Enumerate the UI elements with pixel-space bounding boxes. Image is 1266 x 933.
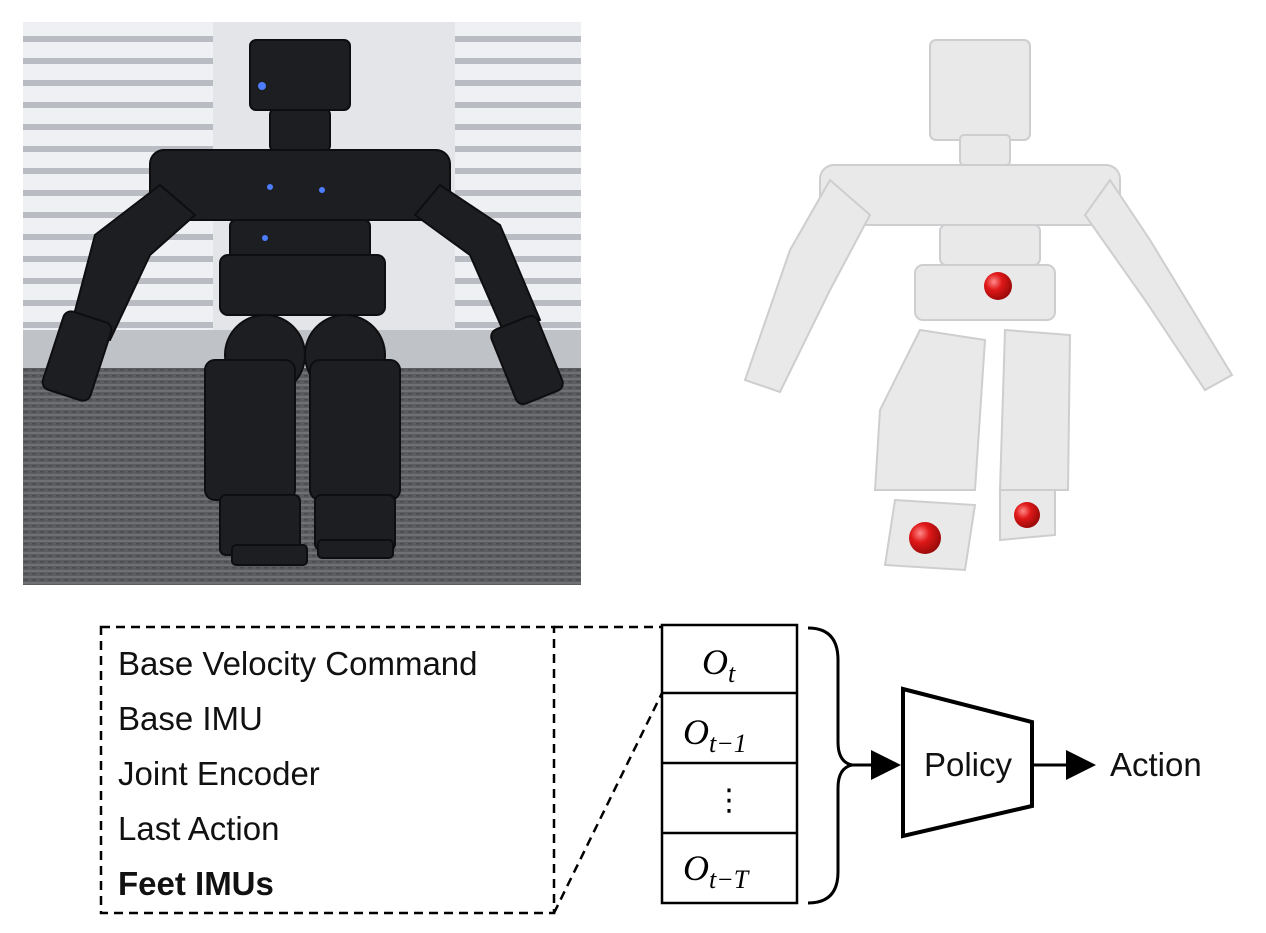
obs-item-base-velocity-command: Base Velocity Command xyxy=(118,645,478,682)
history-brace xyxy=(807,626,853,905)
policy-block xyxy=(901,686,1034,839)
history-row-ellipsis: ⋮ xyxy=(714,783,744,818)
action-label: Action xyxy=(1110,746,1202,783)
right-foot-imu-marker xyxy=(1014,502,1040,528)
zoom-line-bottom xyxy=(552,692,664,914)
simulated-robot-render xyxy=(743,39,1234,572)
obs-item-feet-imus: Feet IMUs xyxy=(118,865,274,902)
obs-item-last-action: Last Action xyxy=(118,810,279,847)
obs-item-base-imu: Base IMU xyxy=(118,700,263,737)
history-row-previous: Ot−1 xyxy=(683,712,747,758)
left-foot-imu-marker xyxy=(909,522,941,554)
obs-item-joint-encoder: Joint Encoder xyxy=(118,755,320,792)
observation-history-stack: Ot Ot−1 ⋮ Ot−T xyxy=(660,623,799,905)
robot-photo xyxy=(23,22,581,585)
history-row-current: Ot xyxy=(702,642,736,688)
history-row-oldest: Ot−T xyxy=(683,848,750,894)
base-imu-marker xyxy=(984,272,1012,300)
policy-label: Policy xyxy=(924,746,1013,783)
observation-list-box xyxy=(99,625,556,915)
